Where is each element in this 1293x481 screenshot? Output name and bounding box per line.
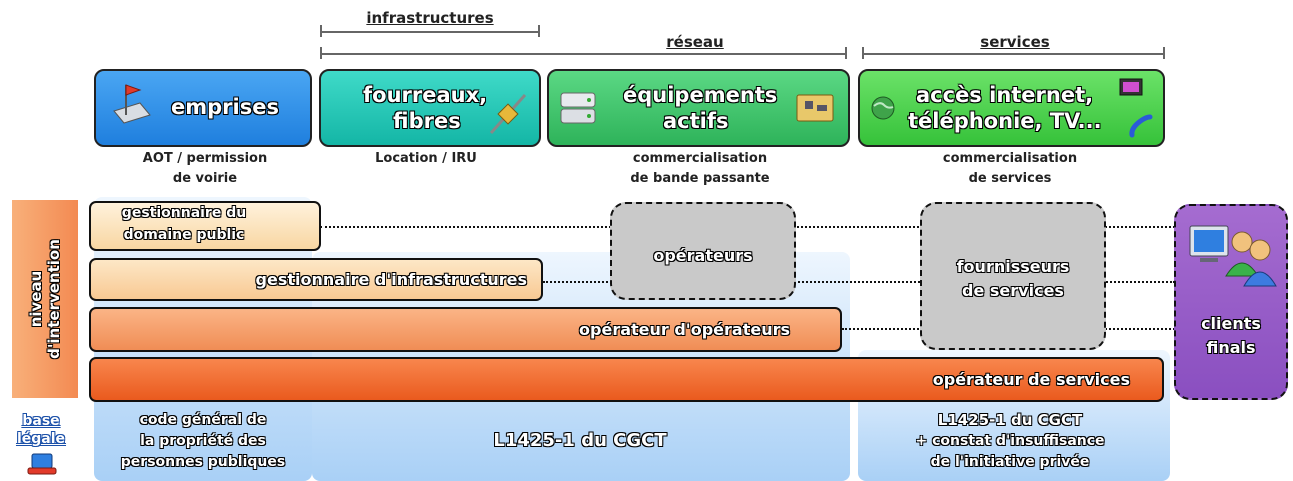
category-fourreaux-label-1: fourreaux,: [363, 83, 488, 107]
category-fourreaux: fourreaux, fibres: [319, 69, 541, 147]
bar-gestionnaire-infra-label: gestionnaire d'infrastructures: [255, 270, 527, 289]
legal-code-3: personnes publiques: [120, 454, 286, 470]
category-acces-label-1: accès internet,: [916, 83, 1094, 107]
side-label-2: d'intervention: [45, 239, 63, 359]
clients-finals-box: clients finals: [1174, 204, 1288, 400]
category-equipements: équipements actifs: [547, 69, 850, 147]
tv-icon: [1118, 77, 1146, 107]
connector-row2: [543, 281, 1175, 283]
cloud-operateurs: opérateurs: [610, 202, 796, 300]
bar-gestionnaire-domaine-label-1: gestionnaire du: [121, 205, 247, 221]
bracket-tick: [320, 47, 322, 59]
clients-label-1: clients: [1201, 314, 1261, 333]
niveau-intervention-side: [12, 200, 78, 398]
legal-code-text: code général de la propriété des personn…: [96, 410, 310, 473]
legal-constat-1: L1425-1 du CGCT: [937, 411, 1083, 429]
bar-gestionnaire-domaine: gestionnaire du domaine public: [89, 201, 321, 251]
equipements-sub-1: commercialisation: [632, 151, 768, 166]
base-legale-2: légale: [16, 431, 66, 447]
bar-gestionnaire-infra: gestionnaire d'infrastructures: [89, 258, 543, 301]
category-emprises: emprises: [94, 69, 312, 147]
category-equipements-label-1: équipements: [623, 83, 778, 107]
equipements-sub-2: de bande passante: [630, 171, 770, 186]
category-acces: accès internet, téléphonie, TV...: [858, 69, 1165, 147]
bar-operateur-services-label: opérateur de services: [932, 370, 1130, 389]
globe-icon: [868, 93, 898, 129]
emprises-sub-2: de voirie: [172, 171, 238, 186]
cloud-operateurs-label: opérateurs: [653, 246, 753, 265]
stamp-icon: [26, 452, 62, 480]
bar-operateur-services: opérateur de services: [89, 357, 1164, 402]
bar-gestionnaire-domaine-label-2: domaine public: [123, 227, 245, 243]
legal-constat-2: + constat d'insuffisance: [915, 433, 1105, 449]
fourreaux-sub-1: Location / IRU: [375, 151, 477, 166]
users-computer-icon: [1186, 220, 1278, 294]
legal-constat-3: de l'initiative privée: [930, 454, 1090, 470]
clients-label-2: finals: [1206, 338, 1256, 357]
legal-code-2: la propriété des: [140, 433, 266, 449]
bracket-reseau-line: [320, 53, 847, 55]
cloud-fournisseurs-label-1: fournisseurs: [956, 257, 1070, 276]
bracket-infrastructures-label: infrastructures: [366, 9, 494, 27]
bracket-tick: [320, 25, 322, 37]
category-fourreaux-label-2: fibres: [393, 109, 461, 133]
server-icon: [559, 89, 599, 135]
niveau-intervention-label: niveau d'intervention: [12, 200, 78, 398]
legal-l1425-text: L1425-1 du CGCT: [493, 430, 667, 451]
circuit-board-icon: [795, 91, 835, 131]
bracket-services-label: services: [980, 33, 1050, 51]
base-legale-label: base légale: [8, 412, 74, 448]
acces-sub-1: commercialisation: [942, 151, 1078, 166]
bar-operateur-operateurs: opérateur d'opérateurs: [89, 307, 842, 352]
category-emprises-label: emprises: [171, 95, 279, 119]
cloud-fournisseurs: fournisseurs de services: [920, 202, 1106, 350]
base-legale-1: base: [22, 413, 60, 429]
bracket-services-line: [862, 53, 1165, 55]
category-equipements-label-2: actifs: [663, 109, 729, 133]
emprises-sub-1: AOT / permission: [142, 151, 268, 166]
flag-icon: [110, 81, 152, 133]
legal-l1425-constat-text: L1425-1 du CGCT + constat d'insuffisance…: [860, 410, 1160, 473]
phone-icon: [1128, 113, 1154, 145]
bracket-reseau-label: réseau: [666, 33, 724, 51]
bar-operateur-operateurs-label: opérateur d'opérateurs: [579, 320, 790, 339]
cloud-fournisseurs-label-2: de services: [962, 281, 1064, 300]
fiber-connector-icon: [487, 91, 529, 143]
bracket-infrastructures-line: [320, 31, 540, 33]
bracket-tick: [1163, 47, 1165, 59]
category-acces-label-2: téléphonie, TV...: [908, 109, 1102, 133]
acces-sub-2: de services: [968, 171, 1052, 186]
side-label-1: niveau: [27, 270, 45, 328]
bracket-tick: [845, 47, 847, 59]
bracket-tick: [538, 25, 540, 37]
legal-code-1: code général de: [139, 412, 267, 428]
bracket-tick: [862, 47, 864, 59]
